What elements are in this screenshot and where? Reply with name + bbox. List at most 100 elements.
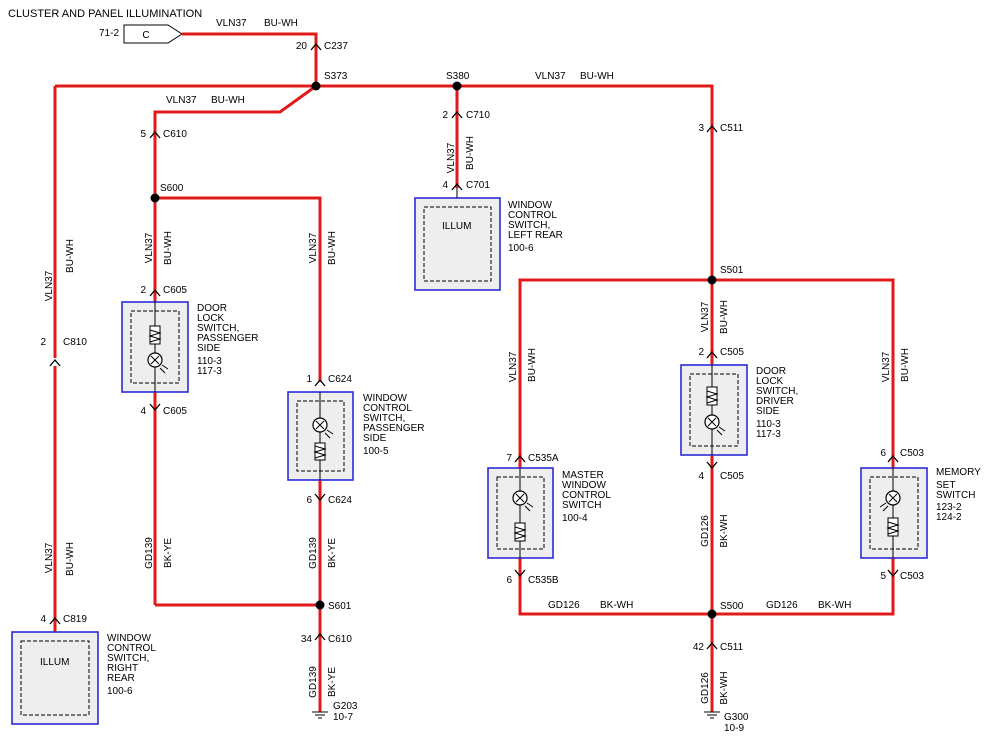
memory-line: MEMORY [936,467,981,478]
memory-box [860,467,928,559]
win-lr-line: CONTROL [508,210,557,221]
connector-c624-top-name: C624 [328,374,352,385]
wires [53,32,895,712]
component-memory-set-switch: MEMORY SET SWITCH 123-2 124-2 [860,467,981,559]
connector-c710-pin: 2 [442,110,448,121]
splice-s380-dot [452,81,462,91]
door-drv-line: SIDE [756,406,780,417]
memory-line: 124-2 [936,512,962,523]
vlabel-vln37-left-b: VLN37 [44,542,55,573]
splice-s501-dot [707,275,717,285]
win-rr-line: REAR [107,673,135,684]
master-line: WINDOW [562,480,606,491]
connector-c505-top-pin: 2 [698,347,704,358]
light-rays-icon [159,364,169,374]
door-pass-line: 110-3 [197,356,222,367]
light-rays-icon [524,502,534,512]
connector-c535a-pin: 7 [506,453,512,464]
win-rr-box [11,631,99,725]
memory-line: SWITCH [936,490,975,501]
door-pass-line: 117-3 [197,366,222,377]
connector-c610-top-pin: 5 [140,129,146,140]
door-drv-line: DOOR [756,366,786,377]
wire-top-feed [182,32,318,86]
vlabel-buwh-left-a: BU-WH [65,239,76,273]
connector-c505-bottom-symbol [706,461,718,470]
wire-label-gd126-left: GD126 [548,600,580,611]
win-pass-line: PASSENGER [363,423,425,434]
connector-c701-symbol [451,182,463,191]
win-lr-illum: ILLUM [442,221,471,232]
master-line: MASTER [562,470,604,481]
win-lr-box [414,197,501,291]
vlabel-buwh-s600: BU-WH [163,231,174,265]
connectors: 20 C237 5 C610 2 C710 4 C701 3 C511 2 C6… [40,41,924,653]
door-pass-label: DOOR LOCK SWITCH, PASSENGER SIDE 110-3 1… [197,303,259,377]
wire-label-vln37-s373: VLN37 [166,95,197,106]
vlabel-bkye-c624: BK-YE [327,538,338,568]
ground-g300: G300 10-9 [704,711,749,734]
memory-label: MEMORY SET SWITCH 123-2 124-2 [936,467,981,523]
connector-c237-name: C237 [324,41,348,52]
connector-c605-bottom-pin: 4 [140,406,146,417]
win-pass-line: SWITCH, [363,413,405,424]
vlabel-vln37-c701: VLN37 [446,142,457,173]
connector-c701-name: C701 [466,180,490,191]
connector-c511-top-pin: 3 [698,123,704,134]
connector-c511-bottom-name: C511 [720,642,744,653]
resistor-zigzag-icon [148,329,162,343]
connector-c810-name: C810 [63,337,87,348]
vlabel-gd126-g300: GD126 [700,672,711,704]
connector-c624-bottom-pin: 6 [306,495,312,506]
component-window-switch-left-rear: ILLUM WINDOW CONTROL SWITCH, LEFT REAR 1… [414,188,563,291]
wire-label-vln37-top: VLN37 [216,18,247,29]
wire-label-buwh-bus: BU-WH [580,71,614,82]
vlabel-buwh-master: BU-WH [527,348,538,382]
win-rr-line: 100-6 [107,686,133,697]
win-rr-illum: ILLUM [40,657,69,668]
connector-c624-top-pin: 1 [306,374,312,385]
vlabel-buwh-c701: BU-WH [465,136,476,170]
win-rr-label: WINDOW CONTROL SWITCH, RIGHT REAR 100-6 [107,633,156,697]
win-pass-line: WINDOW [363,393,407,404]
connector-c237-pin: 20 [296,41,308,52]
vlabel-bkwh-c505: BK-WH [719,514,730,547]
win-pass-line: CONTROL [363,403,412,414]
connector-c610-top-name: C610 [163,129,187,140]
vlabel-vln37-memory: VLN37 [881,351,892,382]
connector-c701-pin: 4 [442,180,448,191]
connector-c610-bottom-symbol [314,632,326,641]
connector-c605-top-name: C605 [163,285,187,296]
splice-s373-label: S373 [324,71,348,82]
connector-c610-bottom-name: C610 [328,634,352,645]
connector-c505-top-name: C505 [720,347,744,358]
win-lr-line: SWITCH, [508,220,550,231]
vlabel-vln37-left-a: VLN37 [44,270,55,301]
component-window-switch-right-rear: ILLUM WINDOW CONTROL SWITCH, RIGHT REAR … [11,631,156,725]
splices: S373 S380 S600 S501 S601 S500 [150,71,744,619]
master-line: CONTROL [562,490,611,501]
connector-c511-top-name: C511 [720,123,744,134]
connector-c624-bottom-name: C624 [328,495,352,506]
connector-c810-pin: 2 [40,337,46,348]
connector-c819-symbol [49,616,61,625]
door-drv-label: DOOR LOCK SWITCH, DRIVER SIDE 110-3 117-… [756,366,798,440]
connector-c535a-symbol [514,454,526,463]
connector-c624-top-symbol [314,378,326,387]
connector-c610-top-symbol [149,130,161,139]
wire-ground-bus [518,558,895,616]
lamp-filament-icon [515,493,525,503]
light-rays-icon [324,429,334,439]
vlabel-buwh-c505: BU-WH [719,300,730,334]
connector-c819-name: C819 [63,614,87,625]
resistor-zigzag-icon [513,526,527,540]
connector-c511-bottom-pin: 42 [693,642,705,653]
vlabel-gd139-c605: GD139 [144,537,155,569]
door-drv-box [680,364,748,456]
diagram-title: CLUSTER AND PANEL ILLUMINATION [8,8,202,20]
vlabel-gd139-c624: GD139 [308,537,319,569]
win-lr-line: 100-6 [508,243,534,254]
vlabel-buwh-memory: BU-WH [900,348,911,382]
win-rr-dashed [20,640,90,716]
